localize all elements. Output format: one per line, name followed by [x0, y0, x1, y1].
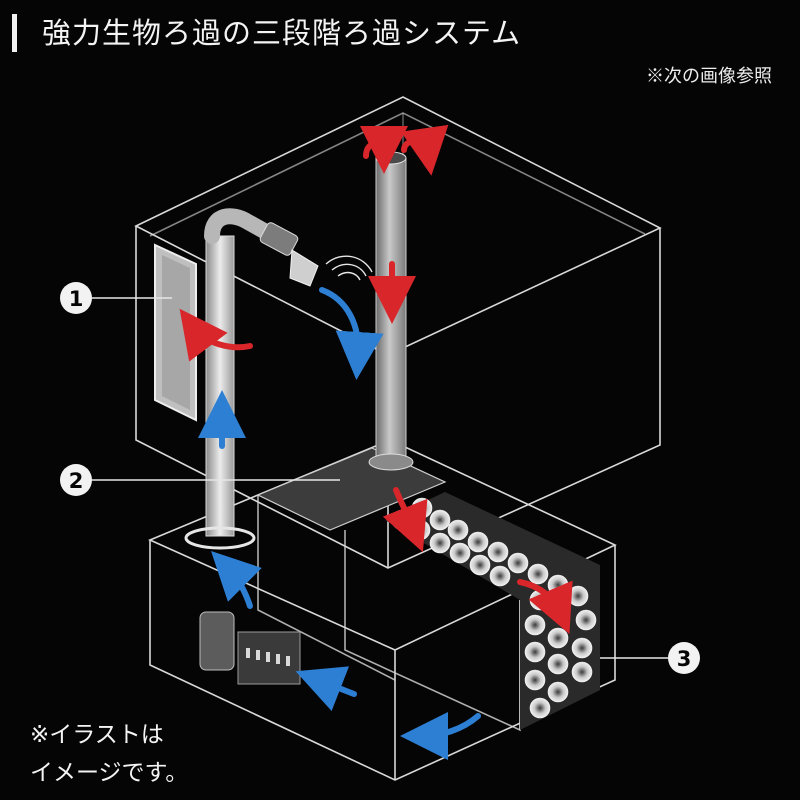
flow-arrows-red	[179, 124, 573, 635]
callout-3-label: 3	[677, 647, 692, 671]
reference-note: ※次の画像参照	[646, 66, 772, 87]
illustration-disclaimer: ※イラストは イメージです。	[30, 716, 188, 792]
callout-2-label: 2	[69, 469, 84, 493]
callout-1-label: 1	[69, 287, 84, 311]
overflow-pipe	[368, 151, 414, 471]
disclaimer-line-2: イメージです。	[30, 760, 189, 786]
filter-1-panel	[154, 243, 197, 422]
bio-media-filter-3	[385, 492, 600, 730]
callout-2: 2	[60, 464, 92, 496]
callout-3: 3	[668, 642, 700, 674]
pump	[199, 611, 301, 685]
ripple-lines	[325, 255, 373, 281]
page-title: 強力生物ろ過の三段階ろ過システム	[42, 16, 522, 50]
callout-lines	[92, 297, 668, 659]
title-accent-bar	[12, 14, 17, 52]
flow-arrows-blue	[198, 287, 481, 760]
callout-1: 1	[60, 282, 92, 314]
disclaimer-line-1: ※イラストは	[30, 722, 164, 748]
return-pipe	[184, 208, 319, 550]
